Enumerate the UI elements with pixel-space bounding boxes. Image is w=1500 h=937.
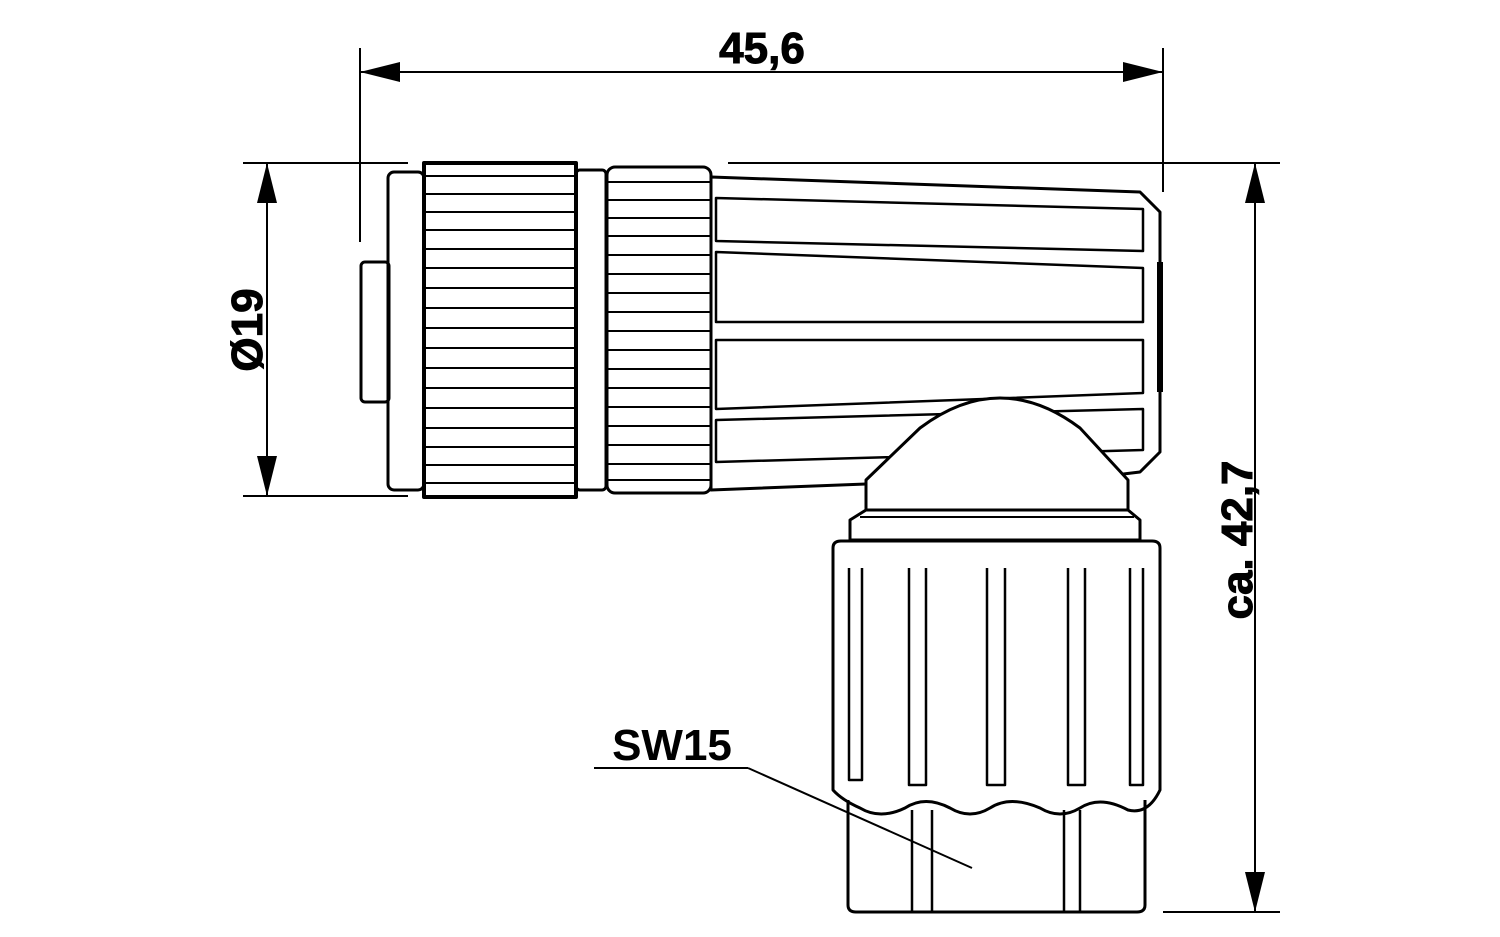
angled-housing <box>709 175 1163 492</box>
front-stub <box>359 260 391 404</box>
dimension-length: 45,6 <box>359 24 1164 242</box>
spacer-ring <box>574 168 608 492</box>
arrowhead-top <box>1245 163 1265 203</box>
arrowhead-left <box>360 62 400 82</box>
arrowhead-bottom <box>257 456 277 496</box>
connector-outline <box>359 161 1163 914</box>
dimension-diameter: Ø19 <box>223 162 408 497</box>
dimension-height: ca. 42,7 <box>728 162 1280 913</box>
callout-leader <box>747 767 973 869</box>
hex-section <box>846 800 1147 914</box>
arrowhead-top <box>257 163 277 203</box>
length-label: 45,6 <box>719 24 805 73</box>
bend-collar <box>848 508 1142 542</box>
diameter-label: Ø19 <box>223 288 272 371</box>
arrowhead-bottom <box>1245 872 1265 912</box>
arrowhead-right <box>1123 62 1163 82</box>
wrench-size-label: SW15 <box>612 721 732 770</box>
cable-gland-nut <box>831 539 1162 816</box>
wrench-size-callout: SW15 <box>594 721 973 869</box>
bend-dome <box>864 396 1130 512</box>
height-label: ca. 42,7 <box>1213 460 1262 619</box>
front-face <box>386 170 426 492</box>
knurled-nut-front <box>422 161 578 499</box>
knurled-nut-rear <box>605 165 713 495</box>
